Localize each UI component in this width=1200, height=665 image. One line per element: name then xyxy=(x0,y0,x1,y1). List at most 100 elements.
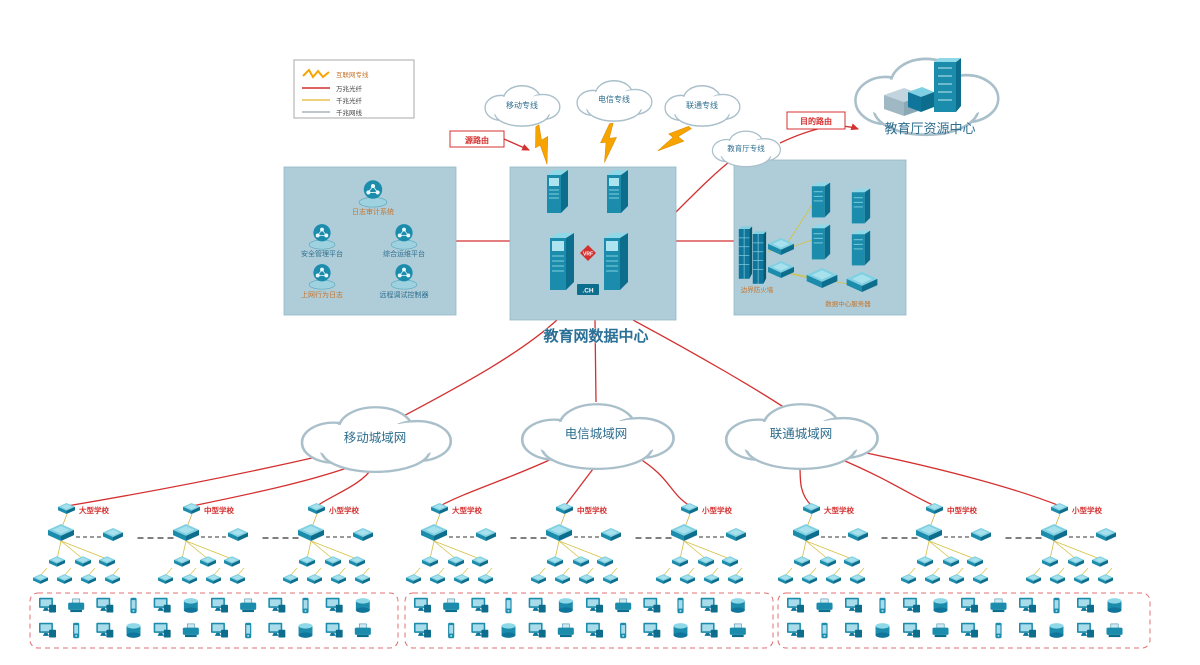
edge-switch-icon xyxy=(850,574,865,584)
printer-icon xyxy=(1106,623,1123,638)
pc-icon xyxy=(1077,597,1094,613)
edge-switch-icon xyxy=(158,574,173,584)
management-systems: 日志审计系统 安全管理平台 综合运维平台 上网行为日志 远程调试控制器 xyxy=(301,179,429,299)
school-agg-switch-icon xyxy=(228,528,248,541)
link-man1-school2 xyxy=(191,463,359,507)
school-label: 大型学校 xyxy=(452,505,482,515)
pc-icon xyxy=(700,597,718,613)
edge-switch-icon xyxy=(680,574,695,584)
ch-badge xyxy=(577,284,599,295)
access-switch-icon xyxy=(448,556,464,567)
server-icon xyxy=(851,230,871,266)
printer-icon xyxy=(932,623,949,638)
access-switch-icon xyxy=(794,556,810,567)
link-dc-unicom-man xyxy=(632,319,789,411)
link-man3-school1 xyxy=(799,464,813,507)
pc-icon xyxy=(471,622,489,638)
ops-platform-label: 综合运维平台 xyxy=(383,249,425,258)
pc-icon xyxy=(96,622,114,638)
datacenter-label: 教育网数据中心 xyxy=(542,327,648,345)
pc-icon xyxy=(325,622,343,638)
edge-switch-icon xyxy=(603,574,618,584)
edge-switch-icon xyxy=(802,574,817,584)
pc-icon xyxy=(325,597,343,613)
pc-icon xyxy=(787,597,804,613)
unicom-man-label: 联通城域网 xyxy=(770,427,833,441)
disk-icon xyxy=(730,598,745,613)
datacenter-core: VRF .CH 教育网数据中心 xyxy=(542,169,649,345)
web-behavior-log-label: 上网行为日志 xyxy=(301,290,343,299)
access-switch-icon xyxy=(820,556,836,567)
edge-switch-icon xyxy=(656,574,671,584)
pc-icon xyxy=(471,597,489,613)
edge-switch-icon xyxy=(331,574,346,584)
printer-icon xyxy=(557,623,575,638)
link-man2-school2 xyxy=(564,464,597,507)
school-agg-switch-icon xyxy=(353,528,373,541)
school-group: 小型学校 xyxy=(656,503,746,584)
core-switch-icon xyxy=(549,232,575,291)
pc-icon xyxy=(268,597,286,613)
phone-icon xyxy=(245,622,252,639)
school-agg-switch-icon xyxy=(601,528,621,541)
printer-icon xyxy=(816,598,833,613)
link-man2-school3 xyxy=(633,454,691,507)
telecom-man-label: 电信城域网 xyxy=(565,427,628,441)
school-group: 小型学校 xyxy=(283,503,373,584)
pc-icon xyxy=(211,622,228,638)
edge-switch-icon xyxy=(728,574,743,584)
connection-links xyxy=(66,123,1061,507)
firewall-label: 边界防火墙 xyxy=(741,285,774,294)
school-agg-switch-icon xyxy=(103,528,123,541)
edge-switch-icon xyxy=(778,574,793,584)
destination-route-box xyxy=(786,111,846,130)
isp-clouds: 移动专线 电信专线 联通专线 教育厅专线 xyxy=(484,80,782,168)
access-switch-icon xyxy=(722,556,738,567)
school-label: 大型学校 xyxy=(79,505,109,515)
link-man3-school3 xyxy=(851,449,1061,507)
vrf-label: VRF xyxy=(583,252,593,258)
access-switch-icon xyxy=(917,556,933,567)
legend-label: 万兆光纤 xyxy=(336,84,363,93)
resource-center: 教育厅资源中心 xyxy=(854,57,1000,137)
edge-switch-icon xyxy=(355,574,370,584)
disk-icon xyxy=(933,598,948,613)
school-label: 中型学校 xyxy=(204,505,234,515)
phone-icon xyxy=(879,597,886,614)
disk-icon xyxy=(298,623,313,638)
pc-icon xyxy=(586,597,603,613)
core-switch-icon xyxy=(603,232,629,291)
access-switch-icon xyxy=(1068,556,1084,567)
school-regions: 大型学校中型学校小型学校大型学校中型学校小型学校大型学校中型学校小型学校 xyxy=(29,503,1151,649)
edge-switch-icon xyxy=(105,574,120,584)
edge-switch-icon xyxy=(531,574,546,584)
phone-icon xyxy=(73,622,80,639)
resource-center-label: 教育厅资源中心 xyxy=(884,121,975,136)
school-region: 大型学校 中型学校 小型学校 xyxy=(404,503,774,649)
remote-debug-label: 远程调试控制器 xyxy=(380,290,429,299)
server-icon xyxy=(851,188,871,224)
pc-icon xyxy=(700,622,718,638)
legend-label: 互联网专线 xyxy=(336,70,369,79)
disk-icon xyxy=(558,598,573,613)
school-core-switch-icon xyxy=(1041,524,1067,541)
school-core-switch-icon xyxy=(546,524,572,541)
printer-icon xyxy=(182,623,200,638)
source-route-label: 源路由 xyxy=(465,135,489,145)
lightning-icon xyxy=(598,122,620,164)
edge-switch-icon xyxy=(704,574,719,584)
edge-switch-icon xyxy=(826,574,841,584)
access-switch-icon xyxy=(349,556,365,567)
school-label: 大型学校 xyxy=(824,505,854,515)
access-switch-icon xyxy=(422,556,438,567)
school-group: 大型学校 xyxy=(33,503,123,584)
school-region: 大型学校 中型学校 小型学校 xyxy=(29,503,399,649)
access-switch-icon xyxy=(224,556,240,567)
school-label: 中型学校 xyxy=(577,505,607,515)
access-switch-icon xyxy=(200,556,216,567)
pc-icon xyxy=(268,622,286,638)
link-dc-mobile-man xyxy=(399,319,558,419)
pc-icon xyxy=(1019,597,1036,613)
access-switch-icon xyxy=(75,556,91,567)
